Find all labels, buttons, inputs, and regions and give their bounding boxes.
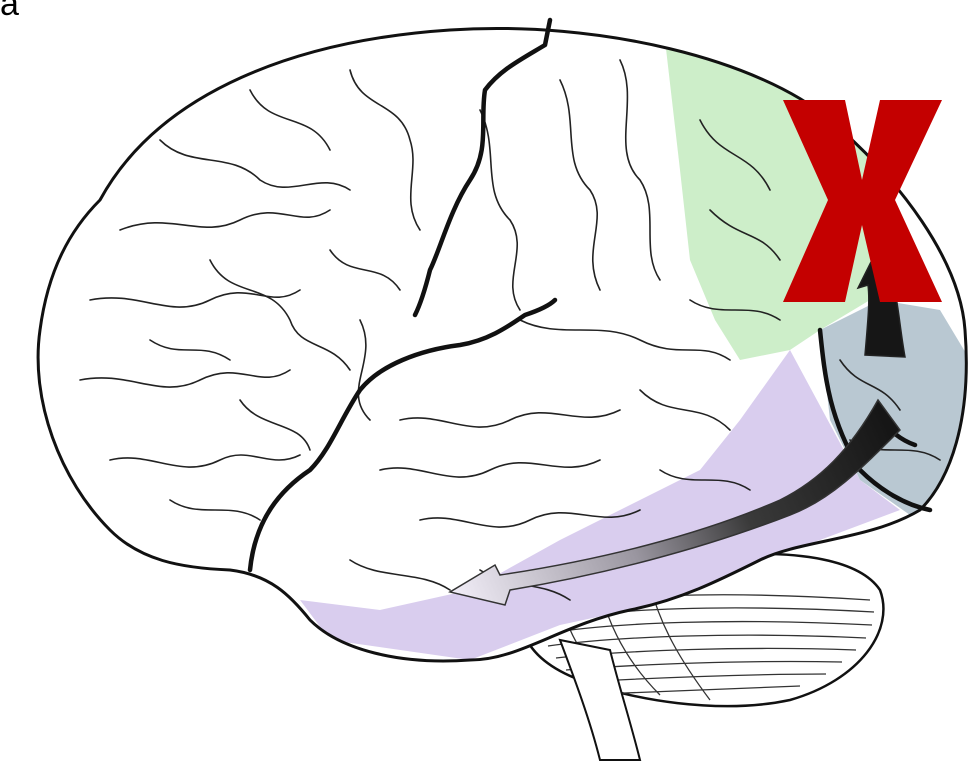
corner-label: a: [0, 0, 19, 24]
